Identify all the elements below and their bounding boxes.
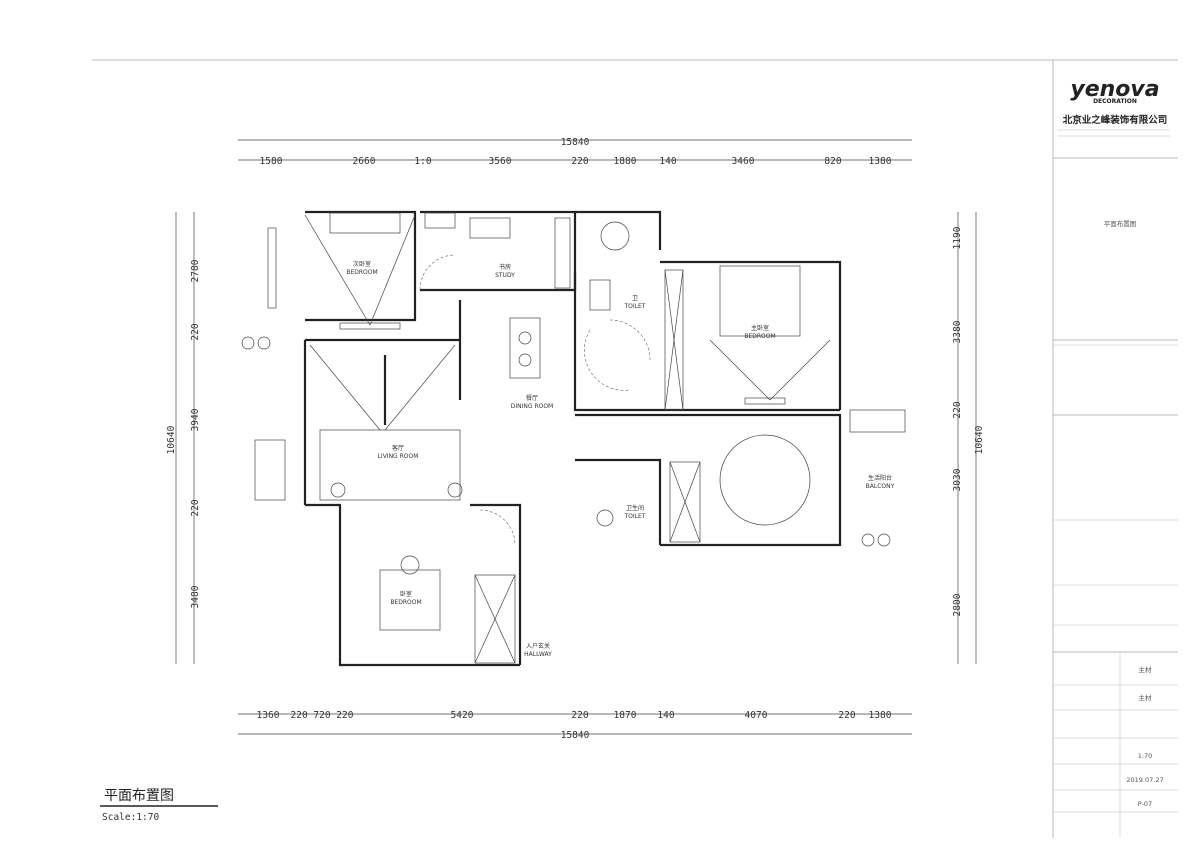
tb-page: P-07 (1138, 800, 1152, 808)
brand-logo: yenova (1070, 77, 1159, 102)
room-name-cn: 餐厅 (526, 394, 538, 402)
bottom-segment-dim: 220 720 220 (291, 710, 354, 721)
room-name-cn: 客厅 (392, 444, 404, 452)
drawing-title: 平面布置图 (104, 788, 174, 804)
top-dimension-line: 15840 (238, 137, 912, 161)
room-name-cn: 书房 (499, 263, 511, 271)
left-segment-dim: 2780 (190, 259, 201, 282)
right-segment-dim: 220 (952, 401, 963, 418)
room-name-en: TOILET (624, 513, 646, 520)
top-segment-dim: 1:0 (414, 156, 431, 167)
room-name-cn: 卫 (632, 295, 638, 302)
left-segment-dim: 3940 (190, 408, 201, 431)
room-name-cn: 主卧室 (751, 324, 769, 332)
top-segment-dim: 3460 (732, 156, 755, 167)
room-name-cn: 卧室 (400, 590, 412, 598)
top-segment-dim: 220 (571, 156, 588, 167)
room-name-en: BEDROOM (744, 333, 775, 340)
bottom-segment-dim: 140 (657, 710, 674, 721)
top-segment-dim: 1580 (260, 156, 283, 167)
bottom-segment-dim: 220 (838, 710, 855, 721)
room-name-cn: 生活阳台 (868, 474, 892, 482)
tb-field-b: 主材 (1139, 693, 1153, 702)
brand-subtitle: DECORATION (1093, 98, 1137, 105)
top-total-dim: 15840 (561, 137, 590, 148)
bottom-dimension-line: 15840 (238, 713, 912, 741)
bottom-segment-dim: 4070 (745, 710, 768, 721)
company-name: 北京业之峰装饰有限公司 (1063, 114, 1168, 126)
right-segment-dim: 1190 (952, 226, 963, 249)
room-name-cn: 次卧室 (353, 260, 371, 268)
room-name-en: DINING ROOM (511, 403, 553, 410)
left-segment-dim: 220 (190, 499, 201, 516)
bottom-segment-dim: 220 (571, 710, 588, 721)
right-dimension-line: 10640 (957, 212, 985, 664)
room-name-en: TOILET (624, 303, 646, 310)
top-segment-dim: 1880 (614, 156, 637, 167)
tb-date: 2019.07.27 (1126, 776, 1163, 784)
title-block: yenova DECORATION 北京业之峰装饰有限公司 主材 主材 1:70… (1053, 77, 1178, 838)
bottom-segment-dims: 1360 220 720 220 5420 220 1870 140 4070 220 1380 (257, 710, 892, 721)
left-dimension-line: 10640 (166, 212, 195, 664)
room-name-en: STUDY (495, 272, 515, 279)
right-segment-dim: 3030 (952, 468, 963, 491)
bottom-segment-dim: 1360 (257, 710, 280, 721)
room-name-cn: 入户玄关 (526, 642, 550, 650)
left-total-dim: 10640 (166, 425, 177, 454)
room-name-en: HALLWAY (524, 651, 552, 658)
walls (303, 210, 842, 667)
left-segment-dim: 220 (190, 323, 201, 340)
tb-field-a: 主材 (1139, 665, 1153, 674)
right-segment-dims: 1190 3380 220 3030 2800 (952, 226, 963, 616)
top-segment-dim: 1380 (869, 156, 892, 167)
room-name-en: LIVING ROOM (378, 453, 419, 460)
tb-drawing-name: 平面布置图 (1104, 219, 1137, 228)
right-segment-dim: 2800 (952, 593, 963, 616)
right-segment-dim: 3380 (952, 320, 963, 343)
bottom-segment-dim: 5420 (451, 710, 474, 721)
top-segment-dim: 3560 (489, 156, 512, 167)
bottom-total-dim: 15840 (561, 730, 590, 741)
room-name-cn: 卫生间 (626, 504, 644, 512)
bottom-segment-dim: 1870 (614, 710, 637, 721)
furniture (241, 212, 906, 664)
top-segment-dim: 820 (824, 156, 841, 167)
room-name-en: BEDROOM (346, 269, 377, 276)
top-segment-dim: 2660 (353, 156, 376, 167)
right-total-dim: 10640 (974, 425, 985, 454)
room-name-en: BEDROOM (390, 599, 421, 606)
room-name-en: BALCONY (866, 483, 895, 490)
top-segment-dims: 1580 2660 1:0 3560 220 1880 140 3460 820 1380 (260, 156, 892, 167)
left-segment-dims: 2780 220 3940 220 3480 (190, 259, 201, 608)
drawing-scale: Scale:1:70 (102, 812, 159, 823)
bottom-segment-dim: 1380 (869, 710, 892, 721)
top-segment-dim: 140 (659, 156, 676, 167)
left-segment-dim: 3480 (190, 585, 201, 608)
tb-scale: 1:70 (1138, 752, 1153, 760)
